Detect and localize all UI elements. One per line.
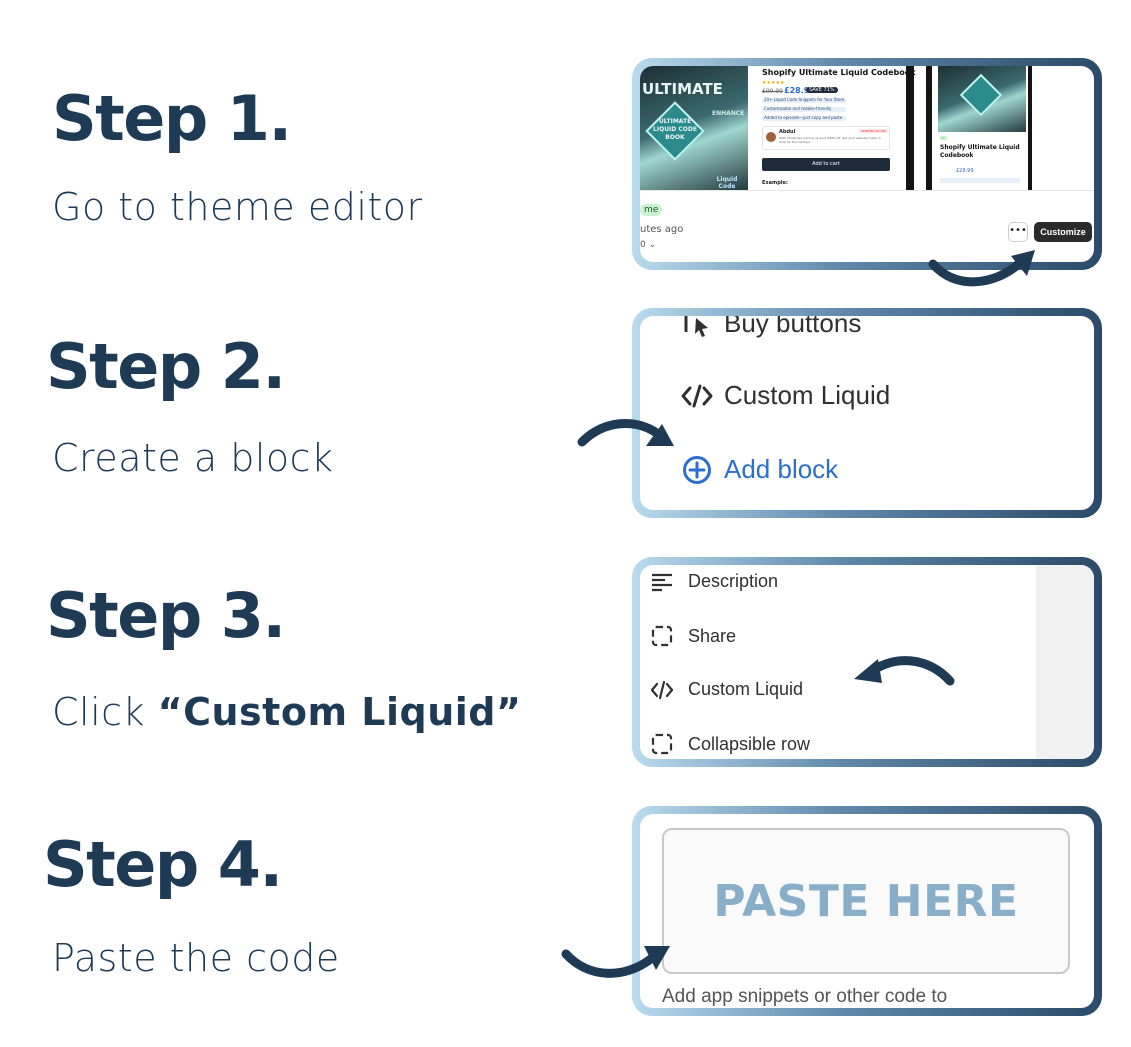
- code-field-helper-text: Add app snippets or other code to: [662, 986, 948, 1007]
- step-4-title: Step 4.: [43, 828, 283, 901]
- mobile-feature-row: [940, 178, 1020, 183]
- feature-text-1: 20+ Liquid Code Snippets for Your Store: [764, 97, 845, 102]
- mobile-price: £28.99: [956, 168, 974, 174]
- code-icon: [650, 680, 674, 700]
- review-card: Abdul VERIFIED BUYER With Christmas comi…: [762, 126, 890, 150]
- menu-item-label: Collapsible row: [688, 733, 811, 754]
- step-3-description: Click “Custom Liquid”: [52, 693, 521, 731]
- menu-item-description[interactable]: Description: [650, 571, 778, 592]
- book-subtitle: ULTIMATE LIQUID CODE BOOK: [653, 118, 697, 141]
- arrow-shaft: [577, 419, 663, 447]
- feature-row-3: [762, 116, 846, 121]
- book-title: ULTIMATE: [642, 80, 723, 98]
- step-3-title: Step 3.: [46, 579, 286, 652]
- mobile-product-title: Shopify Ultimate Liquid Codebook: [940, 144, 1020, 159]
- customize-button[interactable]: Customize: [1034, 222, 1092, 242]
- add-block-button[interactable]: Add block: [680, 454, 838, 485]
- step-4-description: Paste the code: [52, 936, 340, 980]
- add-to-cart-button[interactable]: Add to cart: [762, 158, 890, 171]
- step-2-description: Create a block: [52, 436, 334, 480]
- menu-item-share[interactable]: Share: [650, 625, 736, 647]
- menu-item-label: Description: [688, 571, 779, 591]
- menu-item-label: Share: [688, 625, 737, 646]
- text-align-icon: [650, 572, 674, 592]
- step-3-description-prefix: Click: [52, 690, 158, 734]
- arrow-shaft: [928, 257, 1026, 287]
- product-book-image: ULTIMATE ULTIMATE LIQUID CODE BOOK ENHAN…: [640, 66, 748, 190]
- arrow-to-custom-liquid: [854, 656, 955, 686]
- product-save-badge: SAVE 71%: [806, 87, 838, 93]
- theme-row-divider: [640, 190, 1094, 191]
- example-label: Example:: [762, 180, 788, 186]
- arrow-to-paste-field: [561, 946, 670, 978]
- feature-row-1: [762, 98, 846, 103]
- feature-row-2: [762, 107, 846, 112]
- review-tag: VERIFIED BUYER: [859, 129, 888, 133]
- menu-item-label: Custom Liquid: [724, 380, 891, 410]
- menu-item-collapsible-row[interactable]: Collapsible row: [650, 733, 810, 755]
- plus-circle-icon: [680, 455, 714, 485]
- product-title: Shopify Ultimate Liquid Codebook: [762, 68, 916, 77]
- mobile-book-diamond: [959, 73, 1003, 117]
- more-actions-button[interactable]: •••: [1008, 222, 1028, 242]
- screenshot-theme-editor: ULTIMATE ULTIMATE LIQUID CODE BOOK ENHAN…: [632, 58, 1102, 270]
- arrow-head: [644, 946, 670, 970]
- menu-item-label: Add block: [724, 454, 839, 484]
- paste-here-label: PASTE HERE: [713, 875, 1019, 927]
- dashed-square-icon: [650, 625, 674, 647]
- menu-item-custom-liquid[interactable]: Custom Liquid: [650, 679, 803, 700]
- review-text: With Christmas coming up save $400 off. …: [779, 136, 881, 144]
- theme-saved-time: utes ago: [640, 224, 684, 235]
- product-old-price: £99.99: [762, 88, 783, 95]
- review-avatar: [766, 132, 776, 142]
- menu-item-custom-liquid[interactable]: Custom Liquid: [680, 380, 890, 411]
- arrow-head: [854, 659, 882, 683]
- preview-divider: [926, 66, 932, 190]
- feature-text-2: Customizable and mobile-friendly: [764, 106, 832, 111]
- book-side-text: ENHANCE: [712, 110, 745, 117]
- menu-item-buy-buttons[interactable]: Buy buttons: [680, 316, 861, 339]
- mobile-badge: ✓: [940, 136, 947, 140]
- review-name: Abdul: [779, 129, 796, 135]
- step-1-description: Go to theme editor: [52, 185, 423, 229]
- arrow-head: [646, 424, 674, 446]
- arrow-shaft: [867, 656, 955, 686]
- arrow-shaft: [561, 949, 657, 978]
- preview-panel: [1036, 565, 1094, 759]
- custom-liquid-code-field[interactable]: PASTE HERE: [662, 828, 1070, 974]
- feature-text-3: Added to episode—just copy and paste: [764, 115, 843, 120]
- menu-item-label: Buy buttons: [724, 316, 862, 338]
- cursor-click-icon: [680, 316, 714, 338]
- mobile-book-image: [938, 66, 1026, 132]
- screenshot-block-list: Description Share Custom Liquid Collapsi…: [632, 557, 1102, 767]
- arrow-head: [1011, 250, 1035, 276]
- step-3-description-bold: “Custom Liquid”: [157, 690, 522, 734]
- menu-item-label: Custom Liquid: [688, 679, 804, 699]
- arrow-to-customize: [928, 250, 1035, 287]
- preview-divider: [1028, 66, 1032, 190]
- screenshot-paste-code: PASTE HERE Add app snippets or other cod…: [632, 806, 1102, 1016]
- live-theme-pill: me: [640, 204, 663, 216]
- book-foot-text: Liquid Code: [716, 176, 738, 190]
- screenshot-create-block: Buy buttons Custom Liquid Add block: [632, 308, 1102, 518]
- code-icon: [680, 383, 714, 409]
- product-price: £28.99: [784, 86, 815, 95]
- step-2-title: Step 2.: [46, 330, 286, 403]
- step-1-title: Step 1.: [52, 82, 292, 155]
- arrow-to-add-block: [577, 419, 674, 447]
- product-rating: ★★★★★: [762, 80, 785, 86]
- theme-version-select[interactable]: 0 ⌄: [640, 240, 657, 250]
- preview-divider: [906, 66, 914, 190]
- dashed-square-icon: [650, 733, 674, 755]
